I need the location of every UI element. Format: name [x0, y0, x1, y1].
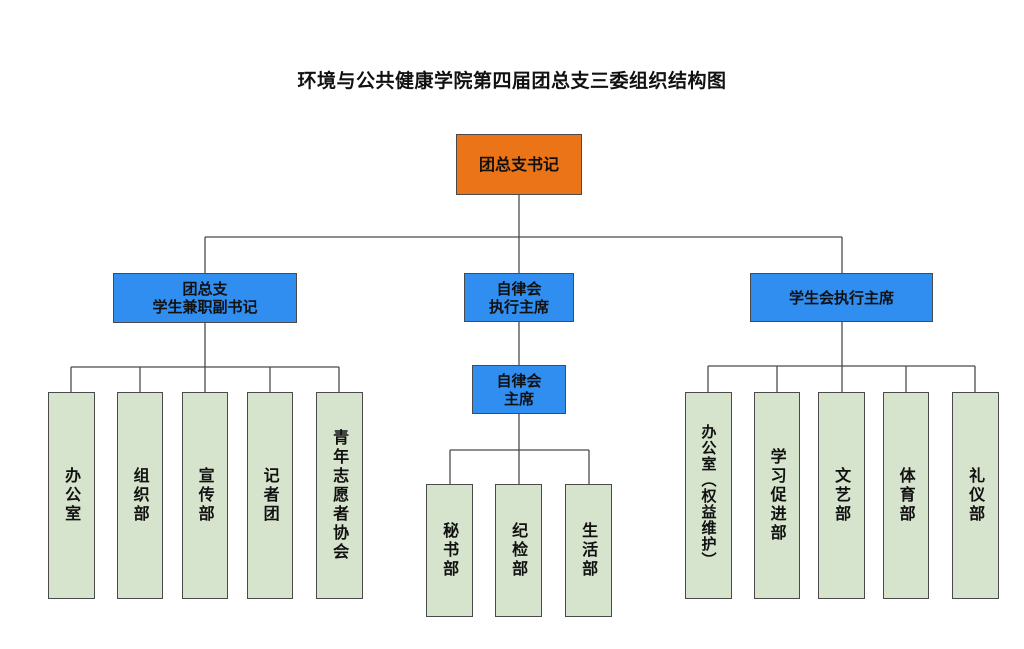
dept-study-label: 学习促进部	[767, 448, 787, 543]
chart-title: 环境与公共健康学院第四届团总支三委组织结构图	[297, 70, 727, 92]
dept-publicity-label: 宣传部	[195, 467, 215, 524]
dept-arts-label: 文艺部	[832, 467, 852, 524]
dept-reporters: 记者团	[247, 392, 293, 599]
dept-discipline: 纪检部	[495, 484, 542, 617]
dept-organization-label: 组织部	[130, 467, 150, 524]
dept-volunteers-label: 青年志愿者协会	[330, 429, 350, 562]
dept-discipline-label: 纪检部	[509, 522, 529, 579]
node-deputy-secretary-label: 团总支 学生兼职副书记	[152, 280, 258, 316]
dept-life: 生活部	[565, 484, 612, 617]
dept-arts: 文艺部	[818, 392, 865, 599]
node-student-union-exec: 学生会执行主席	[750, 273, 933, 322]
dept-sports: 体育部	[883, 392, 929, 599]
node-student-union-exec-label: 学生会执行主席	[788, 288, 894, 307]
dept-life-label: 生活部	[579, 522, 599, 579]
node-secretary: 团总支书记	[456, 134, 582, 195]
dept-sports-label: 体育部	[896, 467, 916, 524]
dept-office-label: 办公室	[62, 467, 82, 524]
dept-organization: 组织部	[117, 392, 163, 599]
dept-reporters-label: 记者团	[260, 467, 280, 524]
node-self-committee-chair: 自律会 主席	[472, 365, 566, 414]
dept-publicity: 宣传部	[182, 392, 228, 599]
dept-volunteers: 青年志愿者协会	[316, 392, 363, 599]
dept-secretariat-label: 秘书部	[440, 522, 460, 579]
dept-study: 学习促进部	[754, 392, 800, 599]
node-self-committee-chair-label: 自律会 主席	[496, 371, 542, 408]
dept-etiquette-label: 礼仪部	[966, 467, 986, 524]
dept-secretariat: 秘书部	[426, 484, 473, 617]
dept-union-office: 办公室（权益维护）	[685, 392, 732, 599]
dept-office: 办公室	[48, 392, 95, 599]
dept-etiquette: 礼仪部	[952, 392, 999, 599]
node-self-committee-exec: 自律会 执行主席	[464, 273, 574, 322]
node-secretary-label: 团总支书记	[478, 154, 559, 174]
node-self-committee-exec-label: 自律会 执行主席	[488, 279, 549, 316]
dept-union-office-label: 办公室（权益维护）	[699, 423, 718, 568]
node-deputy-secretary: 团总支 学生兼职副书记	[113, 273, 297, 323]
